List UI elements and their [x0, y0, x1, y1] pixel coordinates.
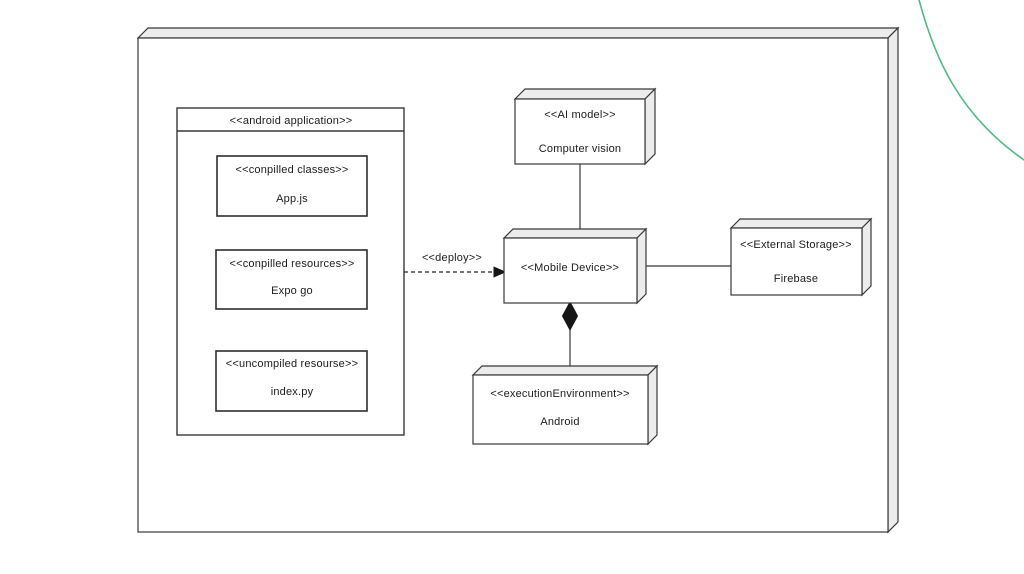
node-stereotype-label: <<External Storage>>: [740, 239, 852, 251]
artifact-box: [215, 350, 368, 412]
node-right-face: [861, 217, 872, 297]
node-name-label: Computer vision: [539, 143, 621, 155]
artifact-name-label: App.js: [276, 193, 308, 205]
artifact-name-label: index.py: [271, 386, 314, 398]
artifact-box: [215, 249, 368, 310]
node-stereotype-label: <<Mobile Device>>: [521, 262, 619, 274]
package-stereotype-label: <<android application>>: [230, 115, 353, 127]
node-front-face: [730, 227, 863, 296]
artifact-stereotype-label: <<conpilled classes>>: [235, 164, 348, 176]
node-front-face: [503, 237, 638, 304]
connector-deploy: <<deploy>>: [404, 252, 507, 278]
outer-node-right-face: [887, 26, 899, 534]
node-right-face: [636, 227, 647, 305]
mobile-device-node: <<Mobile Device>>: [502, 227, 648, 305]
deploy-arrowhead-icon: [493, 266, 507, 278]
node-top-face: [471, 365, 659, 376]
artifact-compiled-resources: <<conpilled resources>> Expo go: [215, 249, 368, 310]
composition-diamond-icon: [561, 300, 579, 332]
node-name-label: Android: [540, 416, 579, 428]
artifact-stereotype-label: <<uncompiled resourse>>: [226, 358, 358, 370]
artifact-uncompiled-resource: <<uncompiled resourse>> index.py: [215, 350, 368, 412]
ai-model-node: <<AI model>> Computer vision: [513, 87, 657, 166]
execution-environment-node: <<executionEnvironment>> Android: [471, 364, 659, 446]
artifact-stereotype-label: <<conpilled resources>>: [229, 258, 354, 270]
node-front-face: [472, 374, 649, 445]
node-name-label: Firebase: [774, 273, 818, 285]
node-right-face: [644, 87, 656, 166]
outer-node-top-face: [136, 27, 900, 39]
node-stereotype-label: <<executionEnvironment>>: [490, 388, 629, 400]
external-storage-node: <<External Storage>> Firebase: [729, 217, 873, 297]
artifact-name-label: Expo go: [271, 285, 313, 297]
android-application-package: <<android application>> <<conpilled clas…: [176, 107, 405, 436]
node-top-face: [729, 218, 873, 229]
node-top-face: [502, 228, 648, 239]
deploy-label: <<deploy>>: [422, 252, 482, 264]
node-stereotype-label: <<AI model>>: [544, 109, 616, 121]
node-front-face: [514, 98, 646, 165]
node-top-face: [513, 88, 657, 100]
artifact-box: [216, 155, 368, 217]
node-right-face: [647, 364, 658, 446]
artifact-compiled-classes: <<conpilled classes>> App.js: [216, 155, 368, 217]
decorative-green-arc: [918, 0, 1024, 161]
